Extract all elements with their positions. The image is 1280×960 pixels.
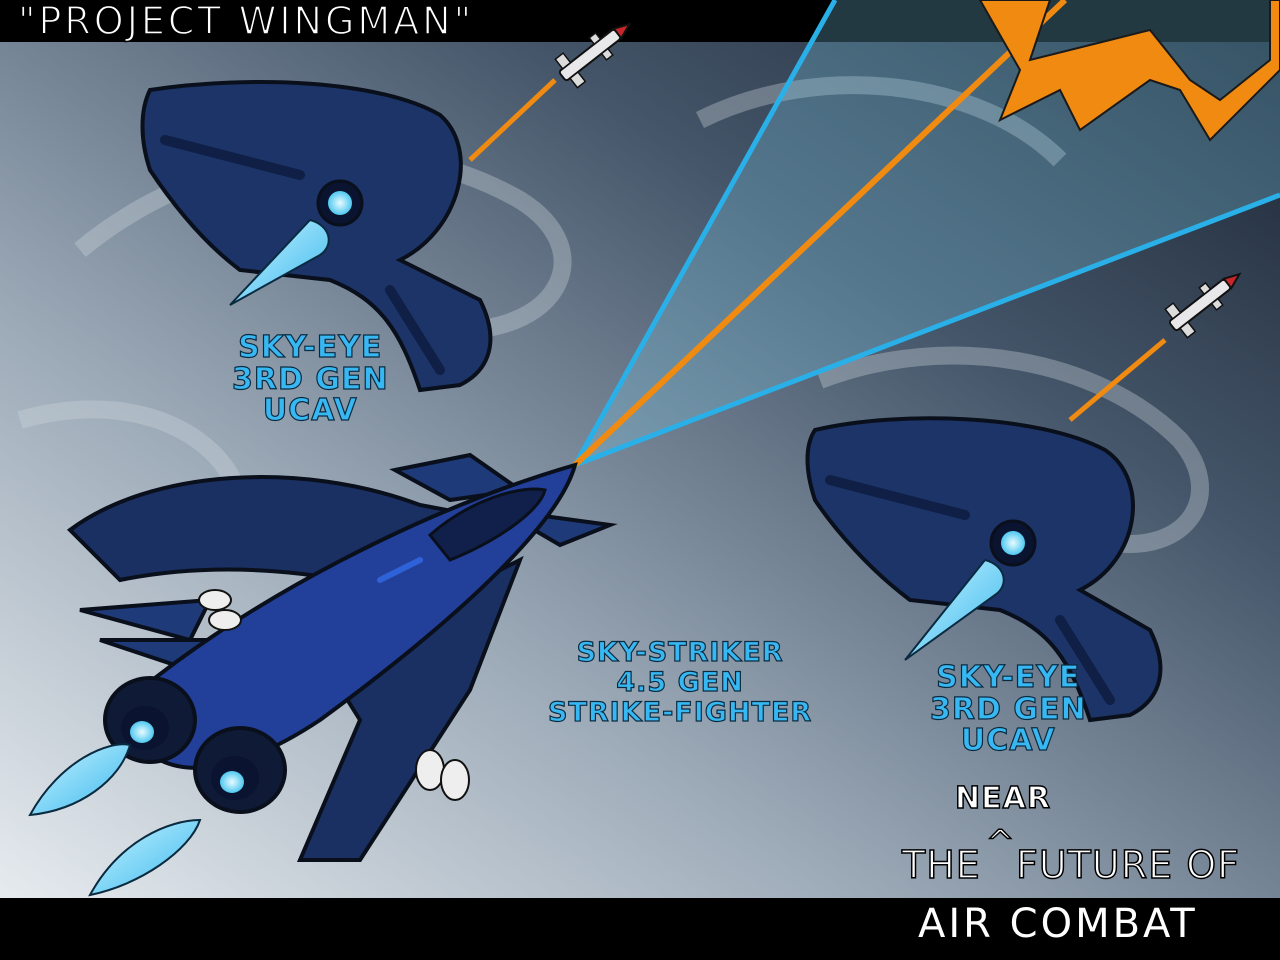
ucav-top-generation: 3rd Gen [231, 361, 389, 397]
fighter-name: Sky-Striker [576, 637, 784, 669]
fighter-label: Sky-Striker 4.5 Gen Strike-Fighter [547, 637, 813, 729]
ucav-right-type: UCAV [960, 723, 1056, 758]
radar-beams [572, 0, 1280, 468]
fighter-generation: 4.5 Gen [616, 667, 744, 699]
orange-burst [978, 0, 1280, 142]
ucav-drone-icon [140, 80, 493, 393]
ucav-drone-icon [805, 416, 1163, 723]
ucav-top-label: Sky-Eye 3rd Gen UCAV [231, 330, 389, 428]
fighter-jet-icon [28, 452, 618, 897]
missile-icon [468, 22, 632, 162]
page-title: "Project Wingman" [17, 0, 475, 43]
missile-icon [1068, 272, 1242, 422]
radar-cone [575, 0, 1280, 465]
tagline-line1-start: The [901, 843, 981, 887]
ucav-right-name: Sky-Eye [935, 660, 1081, 695]
tagline-line1-end: Future of [1015, 843, 1240, 887]
ucav-right-generation: 3rd Gen [929, 691, 1087, 727]
tagline-line2: Air Combat [918, 901, 1198, 947]
tagline-insert: Near [954, 781, 1051, 816]
top-bar [0, 0, 1280, 42]
bottom-bar [0, 898, 1280, 960]
ucav-top-type: UCAV [262, 393, 358, 428]
fighter-type: Strike-Fighter [547, 697, 813, 729]
ucav-right-label: Sky-Eye 3rd Gen UCAV [929, 660, 1087, 758]
ucav-top-name: Sky-Eye [237, 330, 383, 365]
tagline-caret: ^ [985, 823, 1016, 863]
